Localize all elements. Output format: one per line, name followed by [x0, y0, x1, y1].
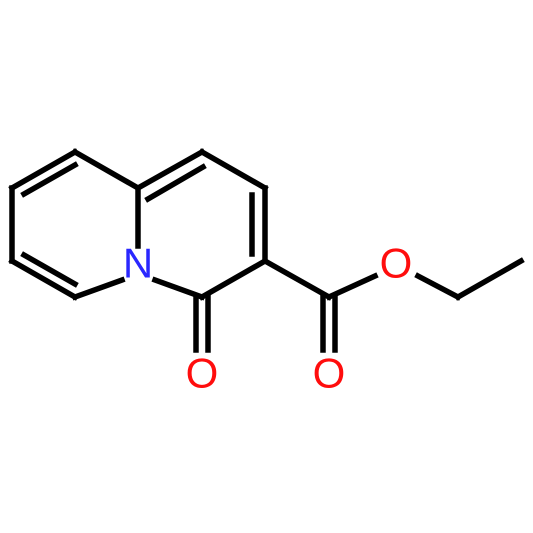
carbonyl-oxygen-atom-label: O — [186, 350, 219, 397]
ester-carbonyl-oxygen-atom-label: O — [313, 350, 346, 397]
bond — [198, 148, 269, 192]
bond — [8, 148, 79, 192]
bond — [261, 257, 333, 301]
bond — [134, 148, 206, 192]
nitrogen-atom-label: N — [123, 240, 153, 287]
bond — [325, 272, 379, 301]
bond — [198, 257, 269, 301]
bond — [71, 276, 126, 301]
bond — [414, 272, 462, 301]
bond — [71, 148, 142, 192]
bond — [454, 257, 525, 301]
ester-ether-oxygen-atom-label: O — [380, 240, 413, 287]
bond — [151, 276, 206, 301]
bond — [144, 163, 207, 203]
bond — [20, 161, 79, 198]
bond — [8, 257, 79, 301]
bond — [20, 251, 79, 288]
